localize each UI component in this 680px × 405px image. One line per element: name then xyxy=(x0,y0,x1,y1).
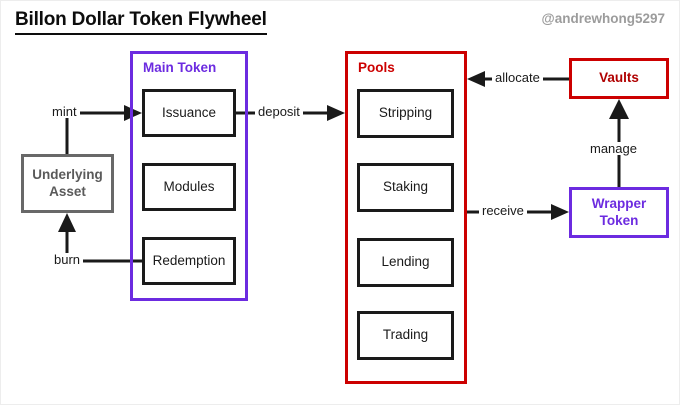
edge-label-allocate: allocate xyxy=(492,71,543,84)
node-wrapper-token-label: Wrapper Token xyxy=(591,195,647,228)
node-staking[interactable]: Staking xyxy=(357,163,454,212)
node-redemption[interactable]: Redemption xyxy=(142,237,236,285)
group-main-token[interactable]: Main Token xyxy=(130,51,248,301)
node-stripping-label: Stripping xyxy=(378,105,433,121)
group-label-pools: Pools xyxy=(358,60,395,75)
node-trading-label: Trading xyxy=(382,327,429,343)
node-modules[interactable]: Modules xyxy=(142,163,236,211)
node-wrapper-token[interactable]: Wrapper Token xyxy=(569,187,669,238)
node-vaults[interactable]: Vaults xyxy=(569,58,669,99)
author-handle: @andrewhong5297 xyxy=(541,11,665,26)
node-vaults-label: Vaults xyxy=(599,70,639,86)
node-modules-label: Modules xyxy=(163,178,215,194)
node-lending-label: Lending xyxy=(381,254,430,270)
node-issuance-label: Issuance xyxy=(161,104,217,120)
edge-label-receive: receive xyxy=(479,204,527,217)
edge-label-deposit: deposit xyxy=(255,105,303,118)
edge-label-burn: burn xyxy=(51,253,84,266)
node-issuance[interactable]: Issuance xyxy=(142,89,236,137)
node-stripping[interactable]: Stripping xyxy=(357,89,454,138)
group-label-main-token: Main Token xyxy=(143,60,217,75)
node-underlying-asset[interactable]: Underlying Asset xyxy=(21,154,114,213)
edge-label-manage: manage xyxy=(587,142,640,155)
edge-label-mint: mint xyxy=(49,105,80,118)
node-staking-label: Staking xyxy=(382,179,429,195)
page-title: Billon Dollar Token Flywheel xyxy=(15,9,267,35)
node-redemption-label: Redemption xyxy=(152,252,226,268)
node-trading[interactable]: Trading xyxy=(357,311,454,360)
node-lending[interactable]: Lending xyxy=(357,238,454,287)
node-underlying-asset-label: Underlying Asset xyxy=(32,166,103,199)
group-pools[interactable]: Pools xyxy=(345,51,467,384)
